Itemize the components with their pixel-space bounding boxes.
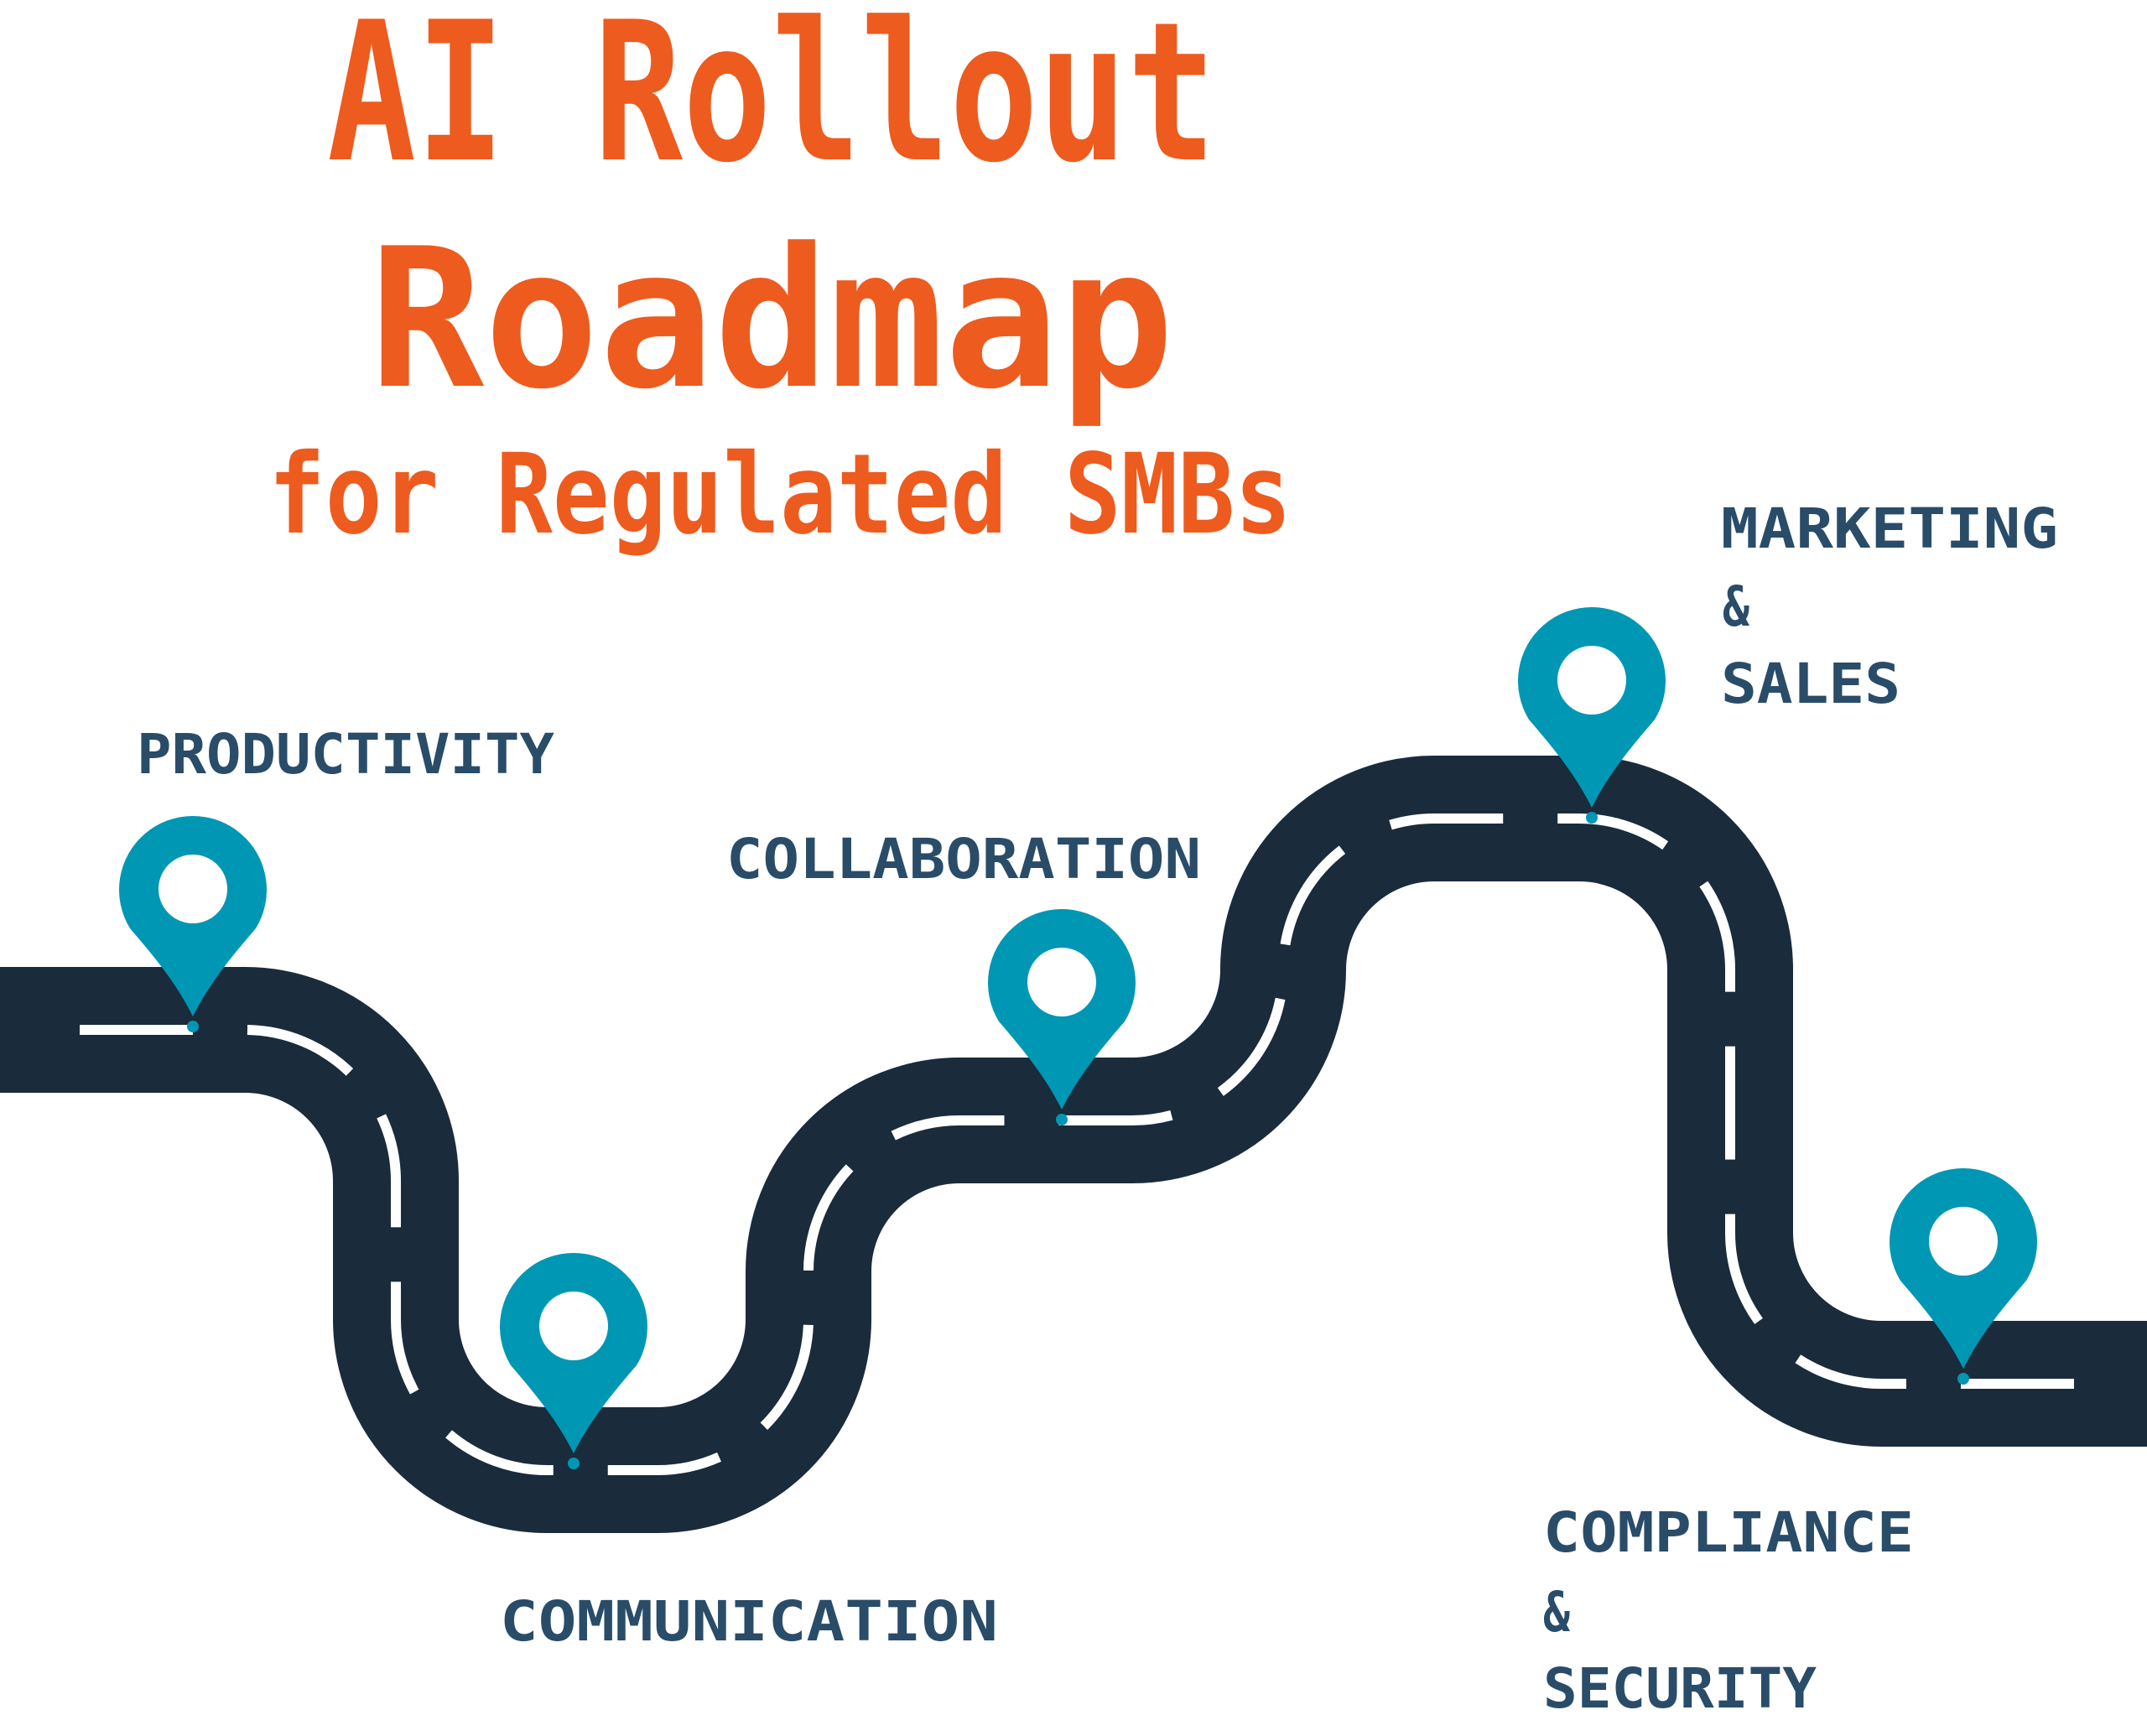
label-sales: SALES	[1721, 652, 1900, 716]
label-compliance: COMPLIANCE	[1543, 1500, 1914, 1565]
label-productivity: PRODUCTIVITY	[137, 722, 554, 787]
label-marketing-ampersand: &	[1723, 574, 1749, 639]
title-line-1: AI Rollout	[327, 0, 1216, 205]
label-security: SECURITY	[1543, 1656, 1817, 1721]
subtitle: for Regulated SMBs	[268, 430, 1292, 559]
title-line-2: Roadmap	[369, 208, 1174, 432]
label-compliance-ampersand: &	[1543, 1580, 1570, 1645]
label-collaboration: COLLABORATION	[726, 827, 1201, 891]
label-communication: COMMUNICATION	[500, 1589, 998, 1654]
road-center-line	[80, 813, 2080, 1475]
label-marketing: MARKETING	[1721, 496, 2058, 561]
stage-labels: PRODUCTIVITY COMMUNICATION COLLABORATION…	[137, 496, 2058, 1721]
title-block: AI Rollout Roadmap for Regulated SMBs	[268, 0, 1292, 559]
